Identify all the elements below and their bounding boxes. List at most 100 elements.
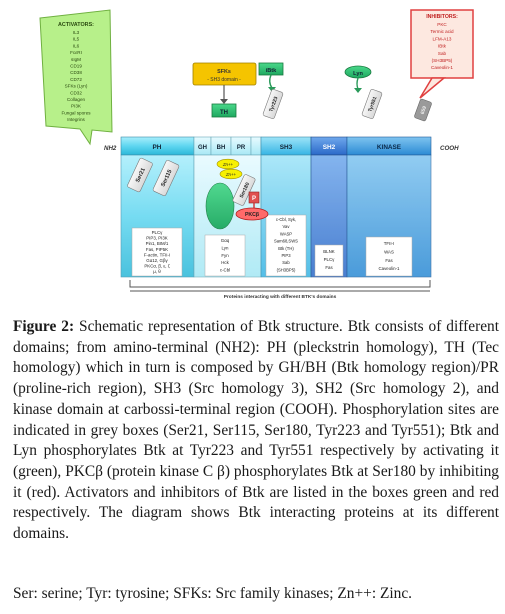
sh2-interactor-2: Fas <box>325 265 333 270</box>
ph-interactor-6: PKCα, β, ε, ζ <box>144 264 169 269</box>
sh2-interactor-1: PLCγ <box>324 257 336 262</box>
inhibitor-item-6: Caveolin-1 <box>431 65 453 70</box>
inhibitor-item-0: PKC <box>437 22 447 27</box>
cooh-terminus-label: COOH <box>440 145 459 152</box>
sh3-interactor-1: Vav <box>283 224 291 229</box>
caption-label: Figure 2: <box>13 318 75 335</box>
site-ser180: Ser180 <box>232 174 256 206</box>
activator-item-11: PI3K <box>71 104 82 109</box>
inhibitor-item-4: Sab <box>438 51 447 56</box>
th-interactor-1: Lyn <box>222 245 229 250</box>
domain-ph-label: PH <box>153 144 162 151</box>
site-659: 659 <box>414 98 432 122</box>
activators-title: ACTIVATORS: <box>58 22 94 28</box>
ibtk-box: iBtk <box>258 62 284 92</box>
sh3-interactor-5: PIP3 <box>281 253 291 258</box>
activator-item-6: CD38 <box>70 70 82 75</box>
sfks-box: SFKs - SH3 domain - <box>192 62 257 86</box>
inhibitor-item-5: (SH3BP5) <box>432 58 453 63</box>
activator-item-2: IL6 <box>73 43 80 48</box>
zinc-ion-1-label: Zn++ <box>222 162 234 167</box>
domain-pr-label: PR <box>237 145 246 151</box>
th-green-interaction <box>205 182 235 230</box>
ph-interactor-5: Gα12, Gβγ <box>146 258 168 263</box>
site-tyr551: Tyr551 <box>361 89 383 119</box>
inhibitor-item-2: LFM-A13 <box>433 36 452 41</box>
domain-ph: PH <box>120 136 195 156</box>
figure-caption: Figure 2: Schematic representation of Bt… <box>13 317 499 545</box>
th-interactor-4: c-Cbl <box>220 268 230 273</box>
kinase-interactor-2: Fas <box>385 258 393 263</box>
pkcb-kinase: PKCβ <box>235 203 269 221</box>
domain-bh: BH <box>210 136 232 156</box>
kinase-interactor-0: TFII-I <box>384 241 395 246</box>
activator-item-0: IL3 <box>73 30 80 35</box>
site-ser21: Ser21 <box>127 157 153 193</box>
caption-abbreviations: Ser: serine; Tyr: tyrosine; SFKs: Src fa… <box>13 585 413 602</box>
sh3-interactor-7: (SH3BP5) <box>277 267 296 272</box>
sfks-sublabel: - SH3 domain - <box>207 77 241 83</box>
activator-item-3: FcεRI <box>70 50 82 55</box>
sh3-interactor-6: Sab <box>282 260 290 265</box>
activator-item-8: SFKs (Lyn) <box>65 84 88 89</box>
sfks-label: SFKs <box>217 69 231 75</box>
site-tyr551-label: Tyr551 <box>367 96 378 113</box>
ibtk-label: iBtk <box>266 68 277 74</box>
domain-gh-label: GH <box>198 145 207 151</box>
site-ser115: Ser115 <box>152 159 180 197</box>
domain-sh2: SH2 <box>310 136 348 156</box>
site-tyr223: Tyr223 <box>262 89 284 119</box>
sh3-interactor-0: c-Cbl, Syk, <box>276 217 296 222</box>
ph-interactor-0: PLCγ <box>152 230 164 235</box>
domain-linker-1 <box>250 136 262 156</box>
activator-item-4: sIgM <box>71 57 81 62</box>
domain-pr: PR <box>230 136 252 156</box>
zinc-ion-2: Zn++ <box>219 168 243 180</box>
th-interactor-3: Hck <box>221 260 229 265</box>
pkcb-label: PKCβ <box>245 212 259 218</box>
caption-text: Schematic representation of Btk structur… <box>13 318 499 543</box>
lyn-kinase: Lyn <box>344 65 372 93</box>
phosphate-p: P <box>248 191 260 204</box>
sh2-interactor-0: BLNK <box>323 249 335 254</box>
site-ser21-label: Ser21 <box>135 167 147 183</box>
activator-item-9: CD32 <box>70 90 82 95</box>
ph-interactor-7: μ, θ <box>153 269 161 274</box>
activator-item-7: CD72 <box>70 77 82 82</box>
kinase-interactor-3: Caveolin-1 <box>379 266 401 271</box>
ph-interactor-3: Fas, PIP5K <box>146 247 168 252</box>
th-box: TH <box>211 103 237 118</box>
sh3-interactor-2: WASP <box>280 231 292 236</box>
domain-sh3: SH3 <box>260 136 312 156</box>
activator-item-12: Fungal spores <box>61 110 91 115</box>
domain-kinase-label: KINASE <box>377 144 402 151</box>
activator-item-5: CD19 <box>70 64 82 69</box>
domain-bh-label: BH <box>217 145 226 151</box>
kinase-interactor-1: WAS <box>384 249 394 254</box>
ph-interactor-4: F-actin, TFII-I <box>144 252 170 257</box>
ph-interactor-2: Pin1, BIM/1 <box>146 241 169 246</box>
activator-item-1: IL5 <box>73 37 80 42</box>
interactors-label: Proteins interacting with different BTK'… <box>224 294 337 300</box>
th-label: TH <box>220 110 228 116</box>
interactors-bracket: Proteins interacting with different BTK'… <box>129 280 431 300</box>
sfks-to-th-arrow <box>220 85 228 104</box>
nh2-terminus-label: NH2 <box>104 145 117 152</box>
site-tyr223-label: Tyr223 <box>268 96 279 113</box>
inhibitors-title: INHIBITORS: <box>426 14 458 20</box>
phosphate-p-label: P <box>252 196 256 202</box>
th-interactor-2: Fyn <box>221 253 229 258</box>
domain-sh3-label: SH3 <box>280 144 293 151</box>
zinc-ion-1: Zn++ <box>216 158 240 170</box>
activator-item-10: Collagen <box>67 97 86 102</box>
sh3-interactor-3: Sam68,SWS <box>274 239 298 244</box>
ph-interactor-1: PIP3, PI3K <box>146 236 168 241</box>
inhibitor-item-3: IBtk <box>438 44 447 49</box>
zinc-ion-2-label: Zn++ <box>225 172 237 177</box>
